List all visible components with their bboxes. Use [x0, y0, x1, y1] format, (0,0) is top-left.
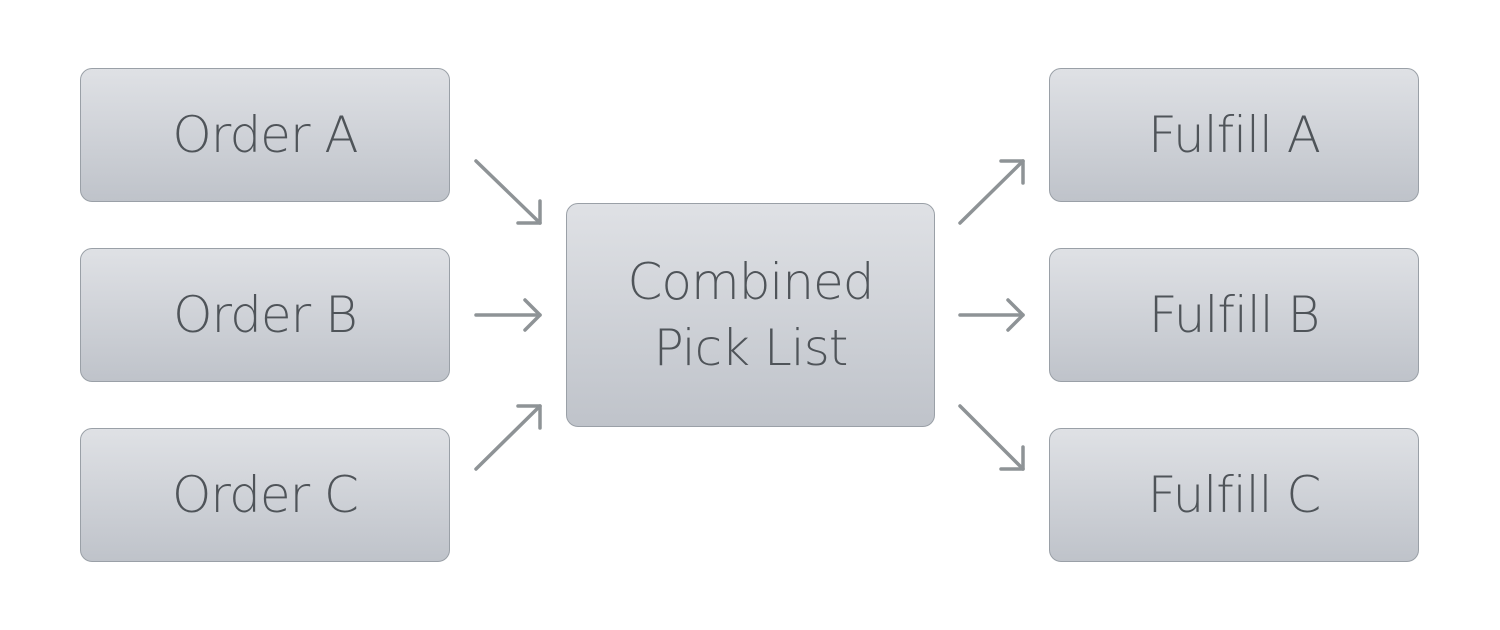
- fulfill-a-label: Fulfill A: [1148, 105, 1321, 164]
- arrow-order-b-to-center: [474, 298, 542, 332]
- order-b-label: Order B: [173, 285, 358, 344]
- order-a-label: Order A: [172, 105, 358, 164]
- fulfill-c-label: Fulfill C: [1147, 465, 1322, 524]
- arrow-order-c-to-center: [474, 404, 542, 471]
- arrow-center-to-fulfill-b: [958, 298, 1025, 332]
- fulfill-b-label: Fulfill B: [1148, 285, 1321, 344]
- order-c-box: Order C: [80, 428, 450, 562]
- fulfill-c-box: Fulfill C: [1049, 428, 1419, 562]
- fulfill-b-box: Fulfill B: [1049, 248, 1419, 382]
- combined-pick-list-line2: Pick List: [653, 319, 849, 377]
- order-c-label: Order C: [172, 465, 359, 524]
- order-a-box: Order A: [80, 68, 450, 202]
- combined-pick-list-line1: Combined: [627, 253, 874, 311]
- arrow-order-a-to-center: [474, 159, 542, 225]
- arrow-center-to-fulfill-a: [958, 159, 1025, 225]
- arrow-center-to-fulfill-c: [958, 404, 1025, 471]
- combined-pick-list-box: Combined Pick List: [566, 203, 935, 427]
- fulfill-a-box: Fulfill A: [1049, 68, 1419, 202]
- order-b-box: Order B: [80, 248, 450, 382]
